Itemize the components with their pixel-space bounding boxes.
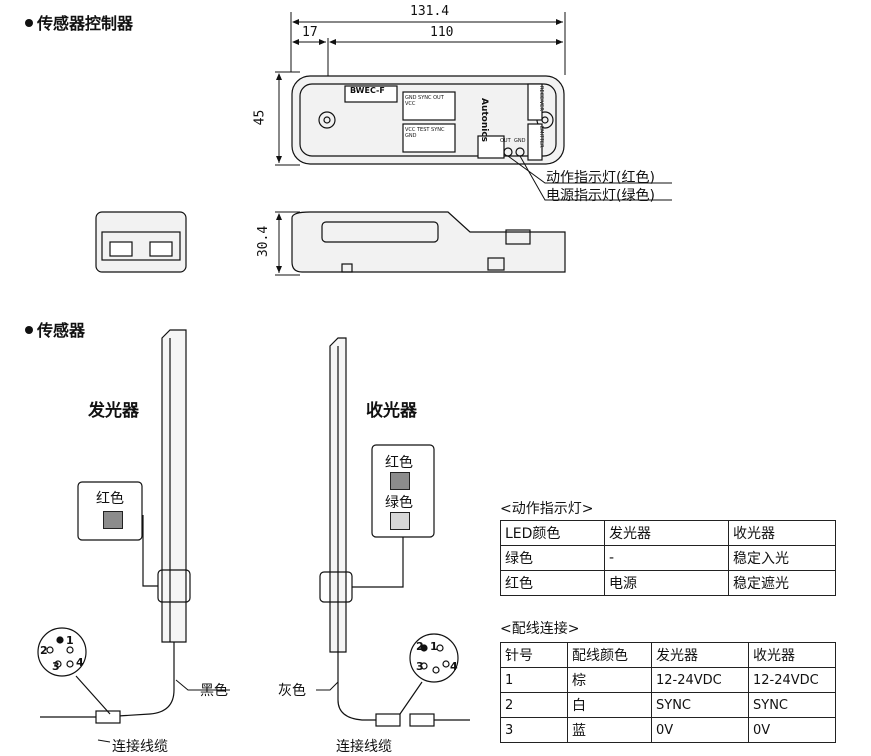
led-table-title: <动作指示灯> — [500, 501, 594, 517]
table-header-row: 针号 配线颜色 发光器 收光器 — [500, 642, 836, 668]
table-row: 1 棕 12-24VDC 12-24VDC — [500, 667, 836, 693]
table-cell: 3 — [500, 717, 568, 743]
table-cell: 红色 — [500, 570, 605, 596]
receiver-green-indicator — [390, 512, 410, 530]
controller-top-view — [291, 75, 565, 165]
table-cell: 12-24VDC — [748, 667, 836, 693]
emitter-indicator-label: 红色 — [96, 491, 124, 507]
emitter-title: 发光器 — [88, 401, 139, 421]
emitter-cable-label: 黑色 — [200, 683, 228, 699]
table-cell: SYNC — [748, 692, 836, 718]
table-cell: 0V — [748, 717, 836, 743]
controller-side-view — [291, 211, 566, 273]
table-row: 2 白 SYNC SYNC — [500, 692, 836, 718]
table-header-row: LED颜色 发光器 收光器 — [500, 520, 836, 546]
table-cell: 白 — [567, 692, 652, 718]
pin-3: 3 — [416, 660, 424, 673]
led-mark-gnd: GND — [514, 138, 526, 144]
controller-front-view — [95, 211, 187, 273]
action-led-label: 动作指示灯(红色) — [546, 170, 655, 186]
table-row: 3 蓝 0V 0V — [500, 717, 836, 743]
receiver-port-label: RECEIVER — [538, 86, 544, 111]
bullet-icon — [25, 325, 33, 334]
led-mark-out: OUT — [500, 138, 511, 144]
receiver-connector-label: 连接线缆 — [336, 739, 392, 755]
receiver-cable-label: 灰色 — [278, 683, 306, 699]
power-led-label: 电源指示灯(绿色) — [546, 188, 655, 204]
table-row: 红色 电源 稳定遮光 — [500, 570, 836, 596]
receiver-title: 收光器 — [366, 401, 417, 421]
table-header-cell: 发光器 — [651, 642, 749, 668]
dim-left-part: 17 — [302, 25, 318, 40]
table-cell: 稳定遮光 — [728, 570, 836, 596]
emitter-bar — [37, 329, 191, 724]
table-cell: 绿色 — [500, 545, 605, 571]
wiring-table: 针号 配线颜色 发光器 收光器 1 棕 12-24VDC 12-24VDC 2 … — [500, 642, 836, 743]
table-cell: 棕 — [567, 667, 652, 693]
pin-2: 2 — [40, 644, 48, 657]
table-header-cell: LED颜色 — [500, 520, 605, 546]
table-header-cell: 配线颜色 — [567, 642, 652, 668]
emitter-red-indicator — [103, 511, 123, 529]
wiring-table-title: <配线连接> — [500, 621, 580, 637]
table-header-cell: 收光器 — [748, 642, 836, 668]
sensor-heading: 传感器 — [25, 317, 85, 341]
emitter-connector-label: 连接线缆 — [112, 739, 168, 755]
led-table: LED颜色 发光器 收光器 绿色 - 稳定入光 红色 电源 稳定遮光 — [500, 520, 836, 596]
dim-right-part: 110 — [430, 25, 454, 40]
table-cell: - — [604, 545, 729, 571]
table-cell: 12-24VDC — [651, 667, 749, 693]
pin-4: 4 — [450, 660, 458, 673]
table-header-cell: 发光器 — [604, 520, 729, 546]
dim-total-width: 131.4 — [410, 4, 450, 19]
table-header-cell: 针号 — [500, 642, 568, 668]
controller-heading: 传感器控制器 — [25, 10, 133, 34]
table-cell: 0V — [651, 717, 749, 743]
dim-depth: 30.4 — [256, 225, 272, 258]
dimension-lines — [275, 12, 566, 276]
model-label: BWEC-F — [350, 86, 385, 95]
receiver-bar — [319, 337, 470, 727]
table-header-cell: 收光器 — [728, 520, 836, 546]
table-cell: 电源 — [604, 570, 729, 596]
dim-height: 45 — [252, 109, 268, 126]
receiver-indicator-label-2: 绿色 — [385, 495, 413, 511]
pin-3: 3 — [52, 660, 60, 673]
table-cell: 蓝 — [567, 717, 652, 743]
brand-label: Autonics — [479, 97, 490, 143]
receiver-red-indicator — [390, 472, 410, 490]
table-cell: SYNC — [651, 692, 749, 718]
table-cell: 1 — [500, 667, 568, 693]
indicator-boxes — [77, 444, 435, 541]
pin-1: 1 — [430, 640, 438, 653]
table-cell: 2 — [500, 692, 568, 718]
pin-2: 2 — [416, 640, 424, 653]
receiver-indicator-label-1: 红色 — [385, 455, 413, 471]
bullet-icon — [25, 18, 33, 27]
pin-1: 1 — [66, 634, 74, 647]
emitter-port-label: EMITTER — [538, 126, 544, 148]
table-cell: 稳定入光 — [728, 545, 836, 571]
receiver-pins-label: GND SYNC OUT VCC — [405, 95, 444, 107]
pin-4: 4 — [76, 656, 84, 669]
table-row: 绿色 - 稳定入光 — [500, 545, 836, 571]
emitter-pins-label: VCC TEST SYNC GND — [405, 127, 445, 139]
